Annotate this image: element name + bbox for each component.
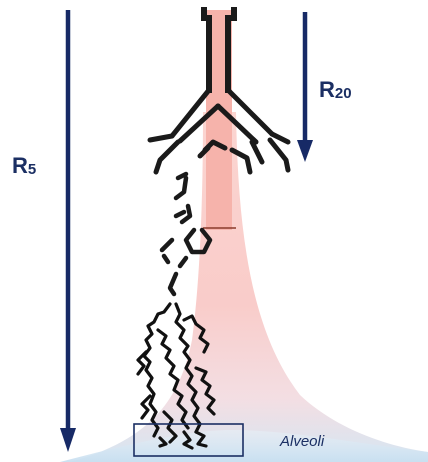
alveoli-label: Alveoli <box>279 433 325 450</box>
r20-label: R20 <box>319 77 352 102</box>
r20-arrow <box>297 12 313 162</box>
r5-label: R5 <box>12 153 36 178</box>
r5-arrow <box>60 10 76 452</box>
